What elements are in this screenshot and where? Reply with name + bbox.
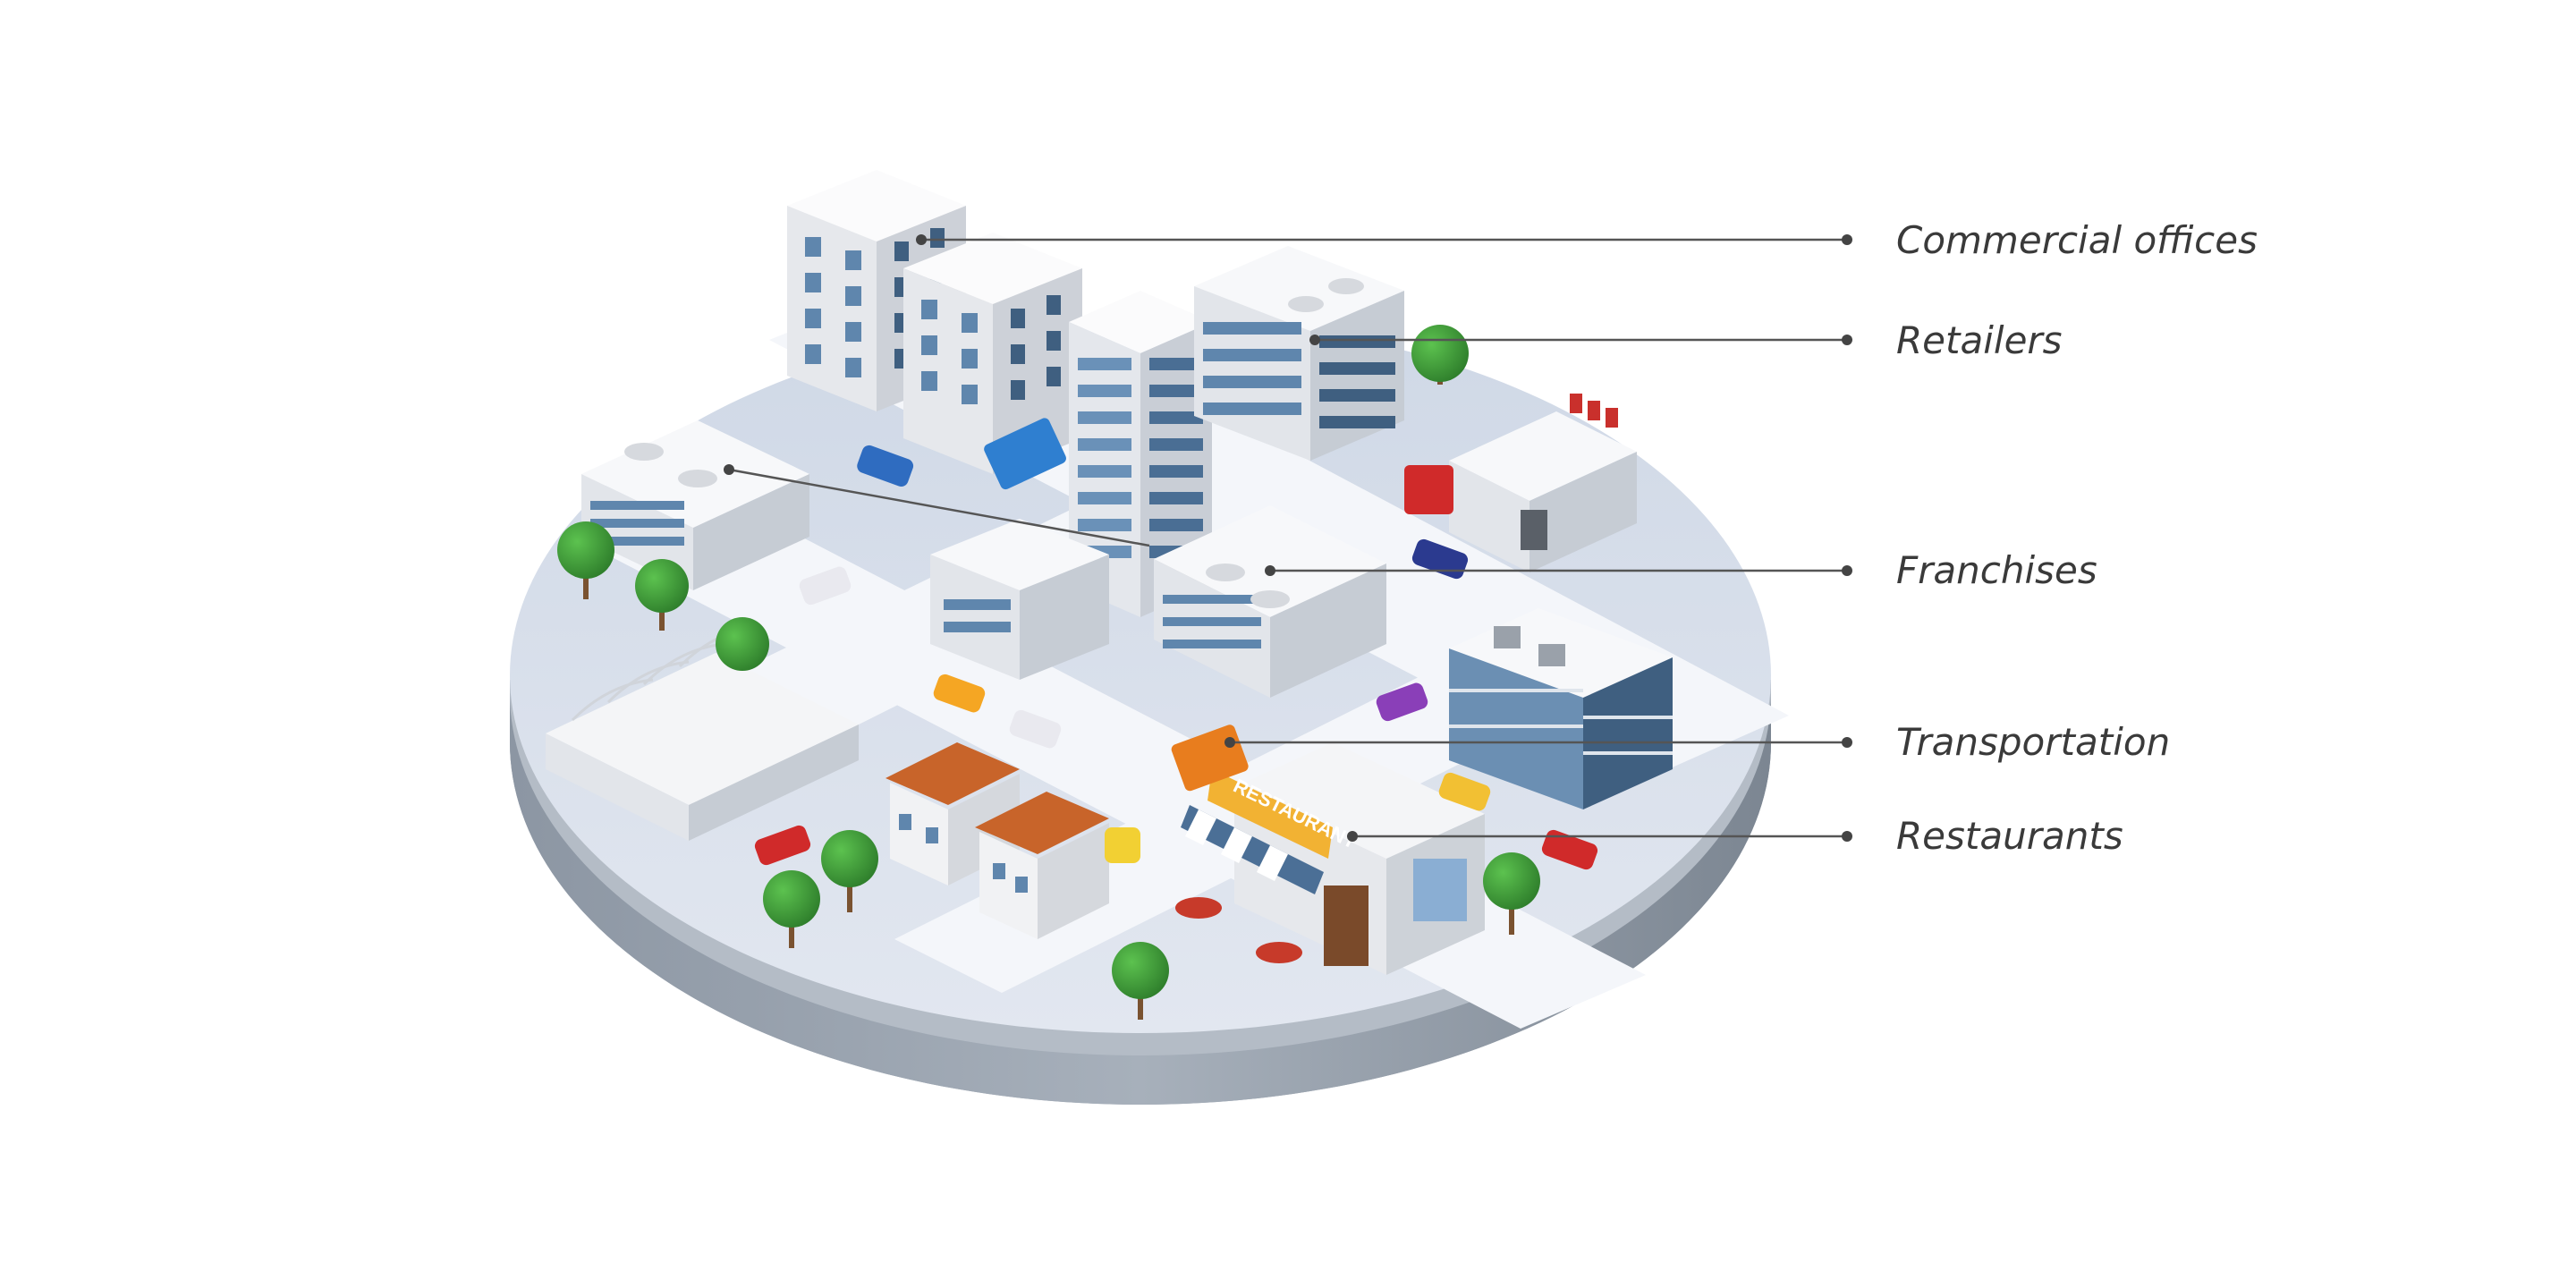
- franchise-building-left: [581, 420, 809, 590]
- label-franchises: Franchises: [1896, 548, 2097, 592]
- vehicles: [754, 418, 1598, 870]
- factory-building: [1449, 394, 1637, 572]
- label-restaurants: Restaurants: [1896, 814, 2123, 858]
- leader-lines: [728, 238, 1847, 838]
- office-tower-2: [903, 233, 1082, 474]
- glass-building-right: [1449, 608, 1673, 809]
- retail-building: [1194, 246, 1404, 461]
- restaurant-building: RESTAURANT: [1175, 742, 1485, 975]
- warehouse: [546, 624, 859, 841]
- label-transportation: Transportation: [1896, 720, 2171, 764]
- leader-dots: [724, 234, 1852, 842]
- franchise-building-center: [930, 505, 1386, 698]
- label-commercial-offices: Commercial offices: [1896, 218, 2258, 262]
- label-retailers: Retailers: [1896, 318, 2063, 362]
- leader-line-franchises: [728, 468, 1847, 572]
- houses: [886, 742, 1109, 939]
